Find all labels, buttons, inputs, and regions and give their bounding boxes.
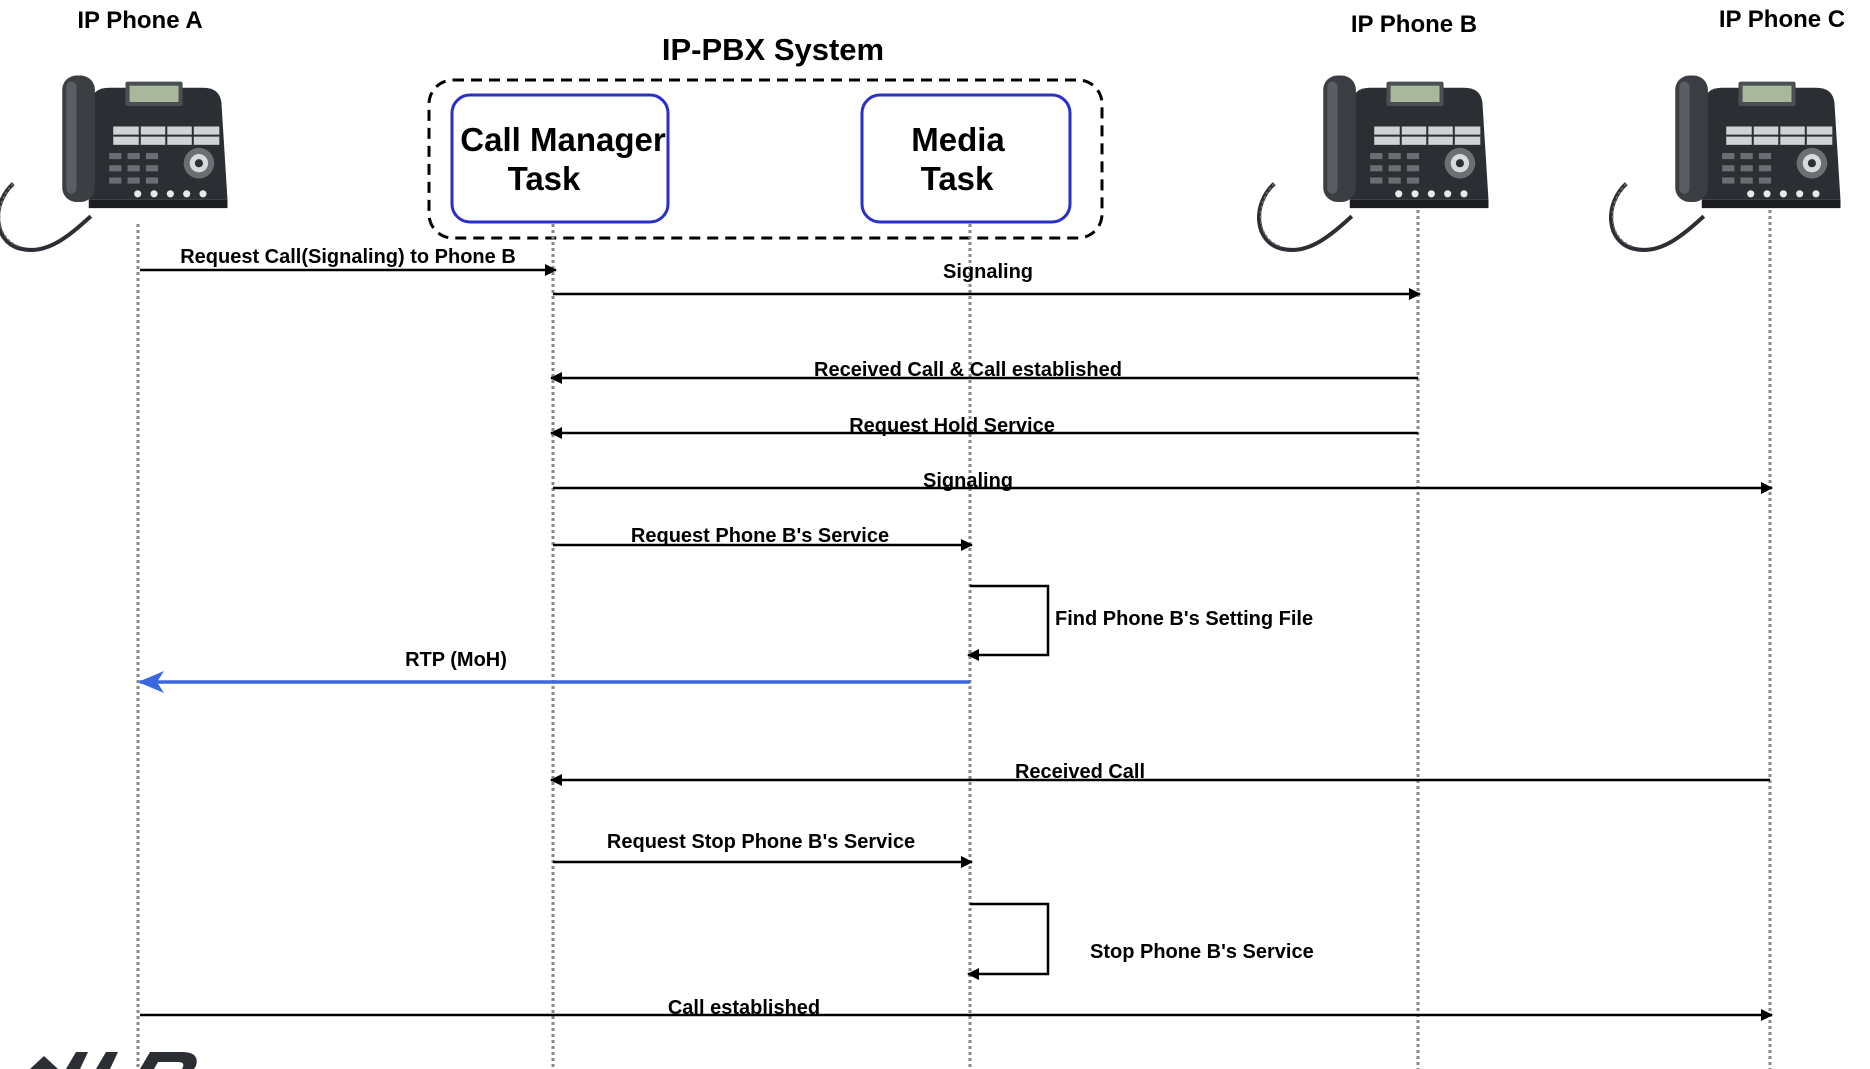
phone-a-icon	[0, 75, 227, 250]
message-label-call-established: Call established	[668, 997, 820, 1019]
system-title: IP-PBX System	[662, 32, 884, 67]
participant-label-phone-a: IP Phone A	[77, 7, 202, 34]
message-label-signaling-to-c: Signaling	[923, 470, 1013, 492]
call-manager-task-label-line-1: Call Manager	[460, 121, 666, 158]
call-manager-task-box	[450, 93, 670, 224]
message-label-stop-service: Stop Phone B's Service	[1090, 941, 1314, 963]
message-label-request-hold: Request Hold Service	[849, 415, 1055, 437]
call-manager-task-label-line-2: Task	[508, 160, 581, 197]
self-message-find-setting-file	[967, 584, 1050, 661]
media-task-label-line-2: Task	[921, 160, 994, 197]
message-label-signaling-to-b: Signaling	[943, 261, 1033, 283]
media-task-label-line-1: Media	[911, 121, 1005, 158]
participant-label-phone-c: IP Phone C	[1719, 6, 1845, 33]
media-task-box	[860, 93, 1072, 224]
message-label-received-call-c: Received Call	[1015, 761, 1145, 783]
phone-b-icon	[1259, 75, 1488, 250]
message-label-request-stop-service: Request Stop Phone B's Service	[607, 831, 915, 853]
ip-pbx-system-boundary	[427, 78, 1104, 240]
participant-label-phone-b: IP Phone B	[1351, 11, 1477, 38]
phone-c-icon	[1611, 75, 1840, 250]
message-label-received-call-established: Received Call & Call established	[814, 359, 1122, 381]
message-label-rtp-moh: RTP (MoH)	[405, 649, 507, 671]
cropped-logo-fragment	[30, 1052, 197, 1069]
self-message-stop-service	[967, 902, 1050, 980]
message-label-find-setting-file: Find Phone B's Setting File	[1055, 608, 1313, 630]
message-label-request-call: Request Call(Signaling) to Phone B	[180, 246, 516, 268]
message-label-request-b-service: Request Phone B's Service	[631, 525, 889, 547]
